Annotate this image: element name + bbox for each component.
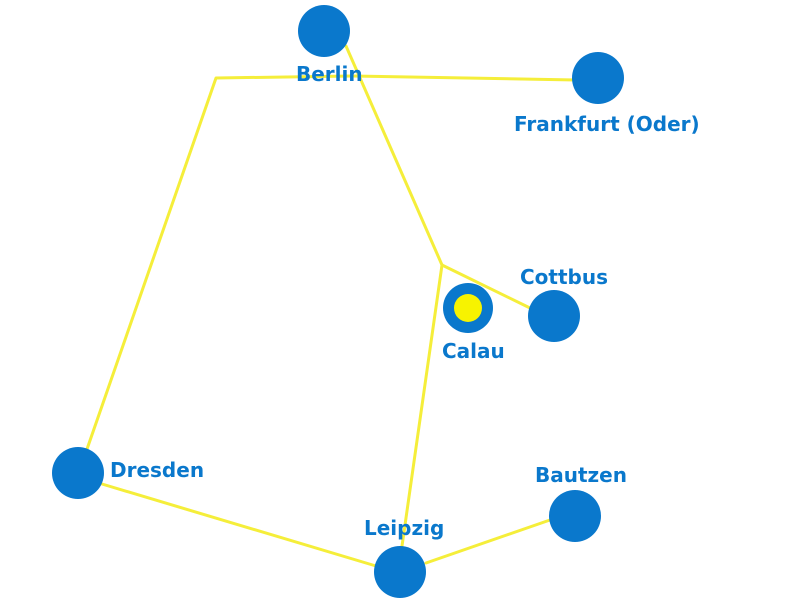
city-label-calau: Calau — [442, 339, 505, 363]
city-label-berlin: Berlin — [296, 62, 363, 86]
roads — [84, 44, 578, 568]
city-labels: Berlin Frankfurt (Oder) Cottbus Calau Dr… — [110, 62, 700, 540]
cities — [52, 5, 624, 598]
city-marker-leipzig[interactable] — [374, 546, 426, 598]
road-junction-cottbus — [440, 263, 532, 310]
city-label-leipzig: Leipzig — [364, 516, 444, 540]
city-marker-calau-highlight — [454, 294, 482, 322]
road-berlin-frankfurt — [350, 74, 578, 82]
city-marker-dresden[interactable] — [52, 447, 104, 499]
city-label-cottbus: Cottbus — [520, 265, 608, 289]
city-marker-berlin[interactable] — [298, 5, 350, 57]
city-marker-frankfurt[interactable] — [572, 52, 624, 104]
city-label-dresden: Dresden — [110, 458, 204, 482]
city-label-frankfurt: Frankfurt (Oder) — [514, 112, 700, 136]
road-berlin-junction — [344, 44, 444, 267]
city-marker-bautzen[interactable] — [549, 490, 601, 542]
city-label-bautzen: Bautzen — [535, 463, 627, 487]
road-dresden-leipzig — [100, 482, 378, 568]
road-dresden-berlin — [84, 74, 354, 454]
road-leipzig-bautzen — [424, 518, 552, 565]
road-junction-leipzig — [400, 263, 444, 548]
city-marker-cottbus[interactable] — [528, 290, 580, 342]
